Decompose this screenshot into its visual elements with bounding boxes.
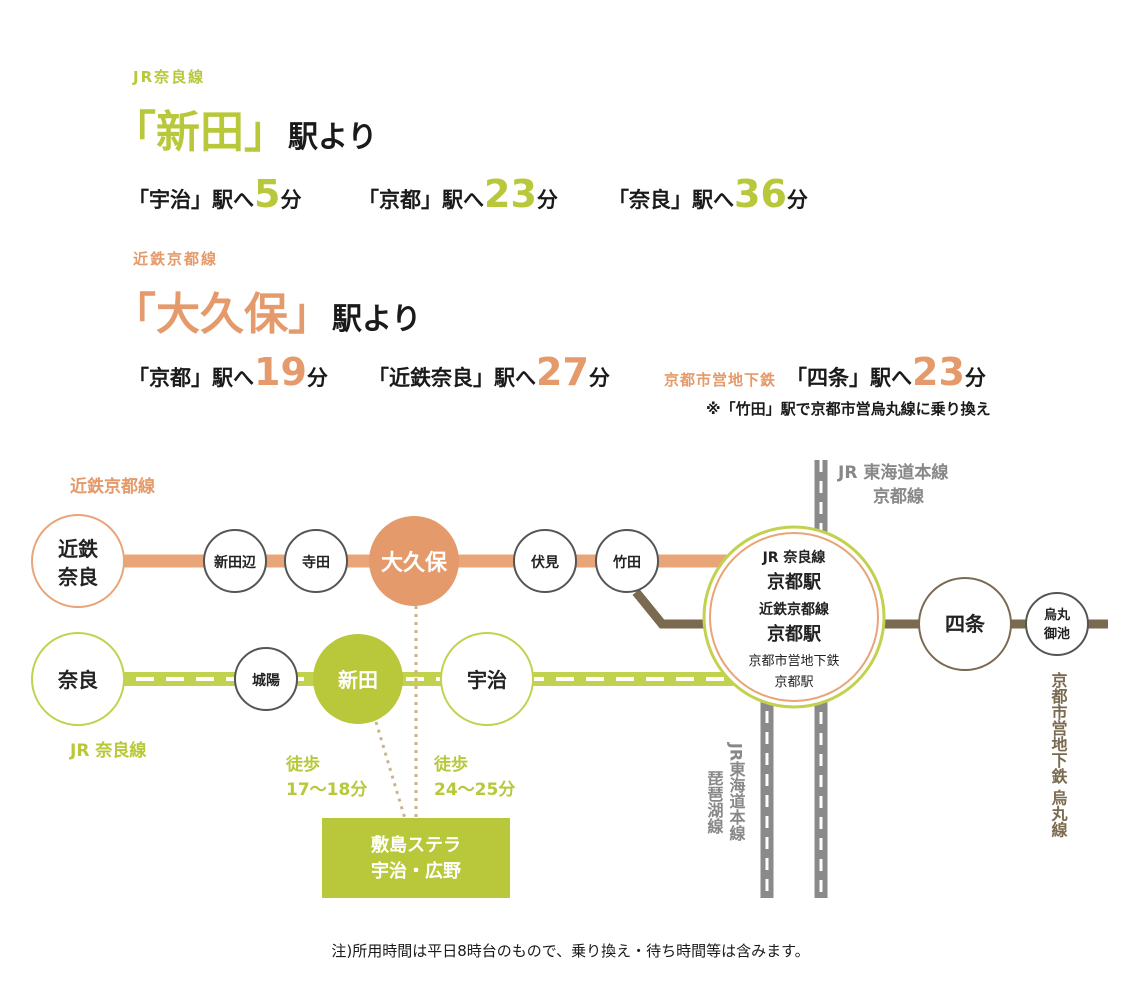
minutes: 36 [734,172,787,216]
travel-time-kyoto: 「京都」駅へ23分 [358,172,558,216]
station-uji [440,632,534,726]
travel-time-uji: 「宇治」駅へ5分 [128,172,301,216]
label-hub-l6: 京都駅 [774,675,813,690]
label-terada: 寺田 [302,555,330,571]
label-walk-left-2: 17〜18分 [286,780,367,800]
label-karasuma-vertical: 京都市営地下鉄 烏丸線 [1049,671,1069,839]
label-hub-l3: 近鉄京都線 [759,601,829,618]
destination-label-1: 敷島ステラ [371,834,461,856]
shinden-heading: 「新田」駅より [112,96,377,160]
station-karasuma-oike [1025,592,1089,656]
label-karasuma-oike-2: 御池 [1043,626,1070,642]
kintetsu-line-label: 近鉄京都線 [133,250,219,268]
dest-label: 「京都」駅へ [128,366,254,390]
label-walk-right-2: 24〜25分 [434,780,515,800]
minutes: 19 [254,350,307,394]
label-jr-tokaido-2: 京都線 [873,486,924,507]
minutes: 27 [536,350,589,394]
walk-path-shinden [374,721,408,823]
subway-line-label: 京都市営地下鉄 [664,371,777,389]
dest-label: 「京都」駅へ [358,188,484,212]
station-shijo [918,577,1012,671]
station-shinden [313,634,403,724]
label-nara: 奈良 [57,668,98,692]
station-nara [31,632,125,726]
okubo-station-name: 「大久保」 [112,289,332,340]
label-hub-l1: JR 奈良線 [762,549,826,566]
destination-box [322,818,510,898]
unit: 分 [306,366,328,390]
minutes: 23 [912,350,965,394]
station-kintetsu-nara [31,514,125,608]
label-walk-right-1: 徒歩 [433,754,468,775]
station-okubo [369,516,459,606]
station-fushimi [513,529,577,593]
label-kintetsu-nara-2: 奈良 [57,565,98,589]
unit: 分 [280,188,302,212]
label-kintetsu-line: 近鉄京都線 [70,476,155,497]
label-takeda: 竹田 [612,554,641,571]
label-walk-left-1: 徒歩 [285,754,320,775]
label-jr-tokaido-1: JR 東海道本線 [837,462,948,483]
station-shintanabe [203,529,267,593]
label-hub-l4: 京都駅 [767,623,822,645]
label-hub-l5: 京都市営地下鉄 [748,653,839,669]
label-shintanabe: 新田辺 [214,554,256,571]
okubo-suffix: 駅より [332,302,422,337]
label-shijo: 四条 [945,612,986,636]
footnote: 注)所用時間は平日8時台のもので、乗り換え・待ち時間等は含みます。 [331,942,810,960]
destination-label-2: 宇治・広野 [371,860,461,882]
label-jr-tokaido-vertical: JR東海道本線 [727,742,746,842]
station-takeda [595,529,659,593]
station-joyo [234,647,298,711]
dest-label: 「宇治」駅へ [128,188,254,212]
label-fushimi: 伏見 [531,554,559,571]
minutes: 23 [484,172,537,216]
dest-label: 「近鉄奈良」駅へ [368,366,536,390]
travel-time-shijo: 京都市営地下鉄「四条」駅へ23分 [664,350,986,394]
unit: 分 [536,188,558,212]
travel-time-nara: 「奈良」駅へ36分 [608,172,808,216]
dest-label: 「奈良」駅へ [608,188,734,212]
label-hub-l2: 京都駅 [767,571,822,593]
unit: 分 [588,366,610,390]
station-kyoto-hub-inner [709,532,879,702]
label-okubo: 大久保 [381,550,448,576]
label-joyo: 城陽 [252,672,280,689]
travel-time-kyoto-2: 「京都」駅へ19分 [128,350,328,394]
label-shinden: 新田 [338,668,378,692]
transfer-note: ※「竹田」駅で京都市営烏丸線に乗り換え [706,400,991,418]
unit: 分 [786,188,808,212]
label-jr-nara-line: JR 奈良線 [69,740,146,761]
minutes: 5 [254,172,281,216]
label-karasuma-oike-1: 烏丸 [1044,607,1071,623]
label-uji: 宇治 [467,668,507,692]
station-terada [284,529,348,593]
okubo-heading: 「大久保」駅より [112,278,421,342]
shinden-suffix: 駅より [288,120,378,155]
dest-label: 「四条」駅へ [786,366,913,390]
unit: 分 [964,366,986,390]
label-biwako-vertical: 琵琶湖線 [705,770,724,835]
jr-nara-line-label: JR奈良線 [133,68,206,86]
label-kintetsu-nara-1: 近鉄 [58,537,98,561]
shinden-station-name: 「新田」 [112,107,288,158]
travel-time-kintetsu-nara: 「近鉄奈良」駅へ27分 [368,350,610,394]
